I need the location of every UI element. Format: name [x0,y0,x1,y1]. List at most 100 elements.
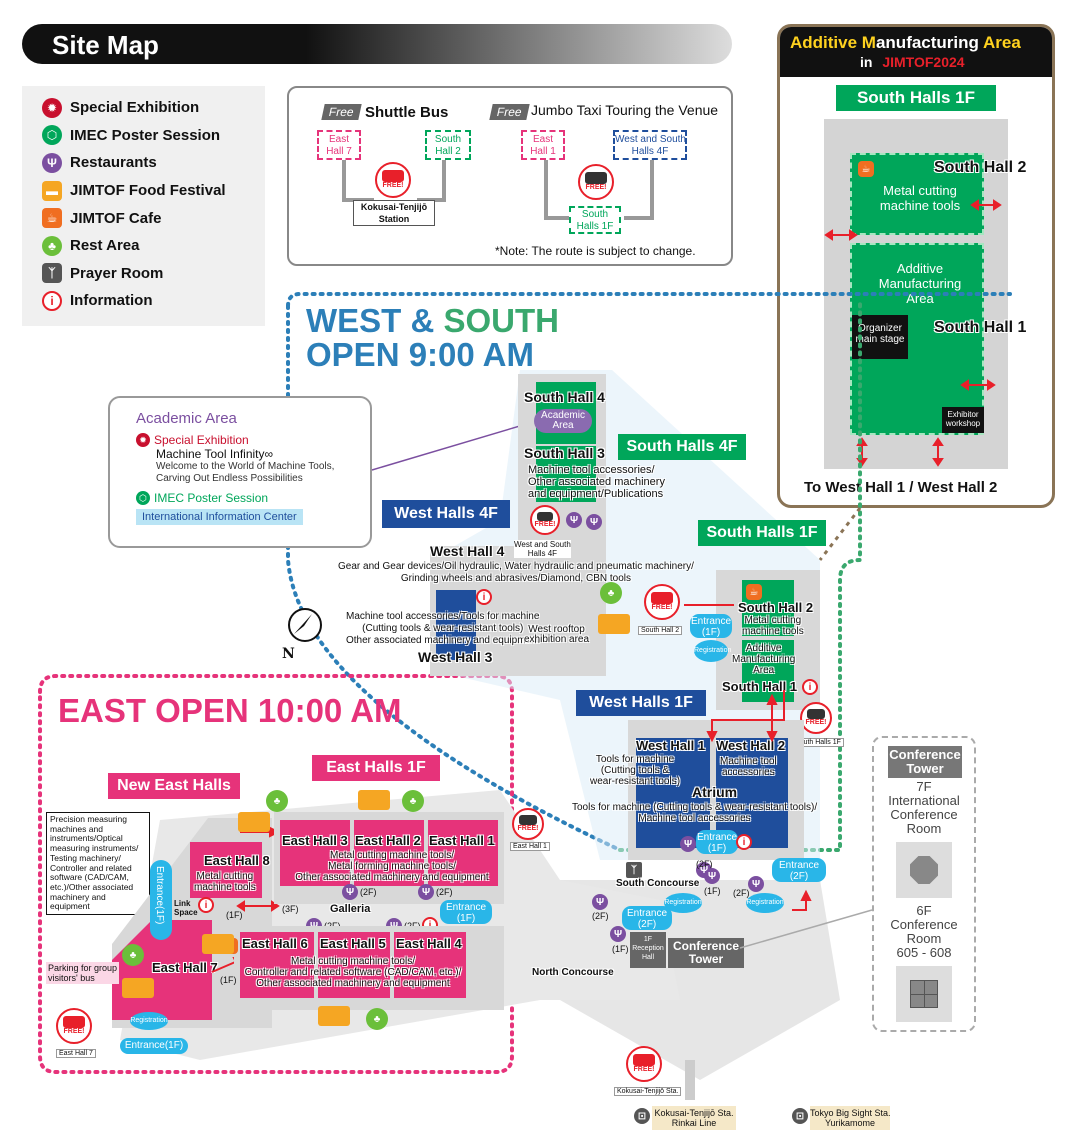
west-south-4f-stop: West and South Halls 4F [514,540,571,558]
bus-stop-east-hall7: East Hall 7 [317,130,361,160]
academic-intl: International Information Center [136,509,303,525]
west-hall3-desc: Machine tool accessories/Tools for machi… [346,611,540,646]
east-hall2-block [354,820,424,886]
east-hall6-label: East Hall 6 [242,936,308,951]
atrium-desc: Tools for machine (Cutting tools & wear-… [572,802,818,824]
ws-south: SOUTH [443,302,560,339]
entrance-east-1f-vertical[interactable]: Entrance(1F) [150,860,172,940]
south-hall2-map-desc: Metal cutting machine tools [742,615,804,637]
legend-item: ☕JIMTOF Cafe [42,204,245,232]
am-title-d: Area [983,33,1021,52]
shuttle-bus-title: Shuttle Bus [365,104,449,121]
restaurant-icon: Ψ [748,876,764,892]
am-title-b: M [861,33,876,52]
arrow-to-south-hall2 [684,604,734,606]
rest-area-icon: ♣ [366,1008,388,1030]
west-hall3-label: West Hall 3 [418,649,493,665]
legend-label: Rest Area [70,237,140,255]
north-compass: N [282,608,326,664]
north-label: N [282,646,295,662]
restaurant-icon: Ψ [680,836,696,852]
entrance-south-1f[interactable]: Entrance (1F) [690,614,732,638]
east-halls-1f-tag: East Halls 1F [312,755,440,781]
west-hall2-desc: Machine tool accessories [720,756,777,778]
imec-poster-icon: ⬡ [136,491,150,505]
shuttle-bus-icon: FREE! [375,162,411,198]
floor-2f-e2: (2F) [436,887,453,897]
academic-area-oval: Academic Area [534,409,592,433]
east-hall3-block [280,820,350,886]
entrance-2f-right[interactable]: Entrance (2F) [772,858,826,882]
east-hall6-block [240,932,314,998]
south-hall3-block [536,446,596,502]
jumbo-taxi-title: Jumbo Taxi Touring the Venue [531,102,719,118]
am-event: JIMTOF2024 [882,54,965,70]
west-halls-1f-tag: West Halls 1F [576,690,706,716]
floor-1f-b: (1F) [612,944,629,954]
information-icon: i [198,897,214,913]
restaurant-icon: Ψ [566,512,582,528]
shuttle-panel: Free Shuttle Bus Free Jumbo Taxi Touring… [287,86,733,266]
academic-infinity: Machine Tool Infinity∞ [156,447,274,461]
rest-area-icon: ♣ [266,790,288,812]
west-halls-4f-tag: West Halls 4F [382,500,510,528]
information-icon: i [42,290,62,311]
east-hall7-bus-label: East Hall 7 [56,1049,96,1058]
legend-label: Restaurants [70,154,157,172]
conference-tower-title: Conference Tower [888,746,962,778]
conference-6f: 6F Conference Room 605 - 608 [890,903,958,960]
page-title: Site Map [52,30,159,60]
tokyo-big-sight-station: Tokyo Big Sight Sta. Yurikamome [810,1106,891,1130]
legend-item: ♣Rest Area [42,232,245,260]
west-hall3-block [436,590,476,660]
east-hall2-label: East Hall 2 [355,833,421,848]
east-hall8-desc: Metal cutting machine tools [194,871,256,893]
registration-east7[interactable]: Registration [130,1012,168,1030]
registration-south[interactable]: Registration [694,640,731,662]
route-note: *Note: The route is subject to change. [495,244,696,258]
precision-desc: Precision measuring machines and instrum… [46,812,150,916]
link-space: Link Space [174,899,198,917]
registration-center[interactable]: Registration [664,893,702,913]
cafe-icon: ☕ [746,584,762,600]
ws-west: WEST [306,302,402,339]
conference-7f: 7F International Conference Room [888,779,960,836]
west-hall1-block [636,738,710,848]
jumbo-taxi-icon: FREE! [578,164,614,200]
legend-label: IMEC Poster Session [70,126,221,144]
south-hall1-map-label: South Hall 1 [722,679,798,694]
east-hall8-block [190,842,262,898]
east-open-heading: EAST OPEN 10:00 AM [58,692,402,729]
entrance-galleria-1f[interactable]: Entrance (1F) [440,900,492,924]
galleria-label: Galleria [330,903,371,915]
taxi-stop-south-1f: FREE! [800,702,832,734]
shuttle-bus-stop-south-hall2: FREE! [644,584,680,620]
am-title-c: anufacturing [875,33,984,52]
south-hall3-desc: Machine tool accessories/ Other associat… [528,464,665,500]
bus-stop-south-hall2: South Hall 2 [425,130,471,160]
entrance-2f-center[interactable]: Entrance (2F) [622,906,672,930]
am-workshop: Exhibitor workshop [942,407,984,433]
academic-imec: IMEC Poster Session [154,491,269,505]
taxi-stop-4f-icon: FREE! [530,505,560,535]
shuttle-bus-stop-kokusai: FREE! [626,1046,662,1082]
am-hall2-label: South Hall 2 [934,159,1027,176]
entrance-east7-1f[interactable]: Entrance(1F) [120,1038,188,1054]
east-hall4-label: East Hall 4 [396,936,462,951]
entrance-west-1f[interactable]: Entrance (1F) [696,830,738,854]
restaurant-icon: Ψ [592,894,608,910]
east-hall1-block [428,820,498,886]
am-title-a: Additive [790,33,862,52]
academic-special: Special Exhibition [154,433,249,447]
am-metal-label: Metal cutting machine tools [879,183,961,213]
food-truck-icon [598,614,630,634]
floor-1f-link: (1F) [226,910,243,920]
registration-east-concourse[interactable]: Registration [746,893,784,913]
west-hall4-label: West Hall 4 [430,543,505,559]
train-icon: ⊡ [634,1108,650,1124]
